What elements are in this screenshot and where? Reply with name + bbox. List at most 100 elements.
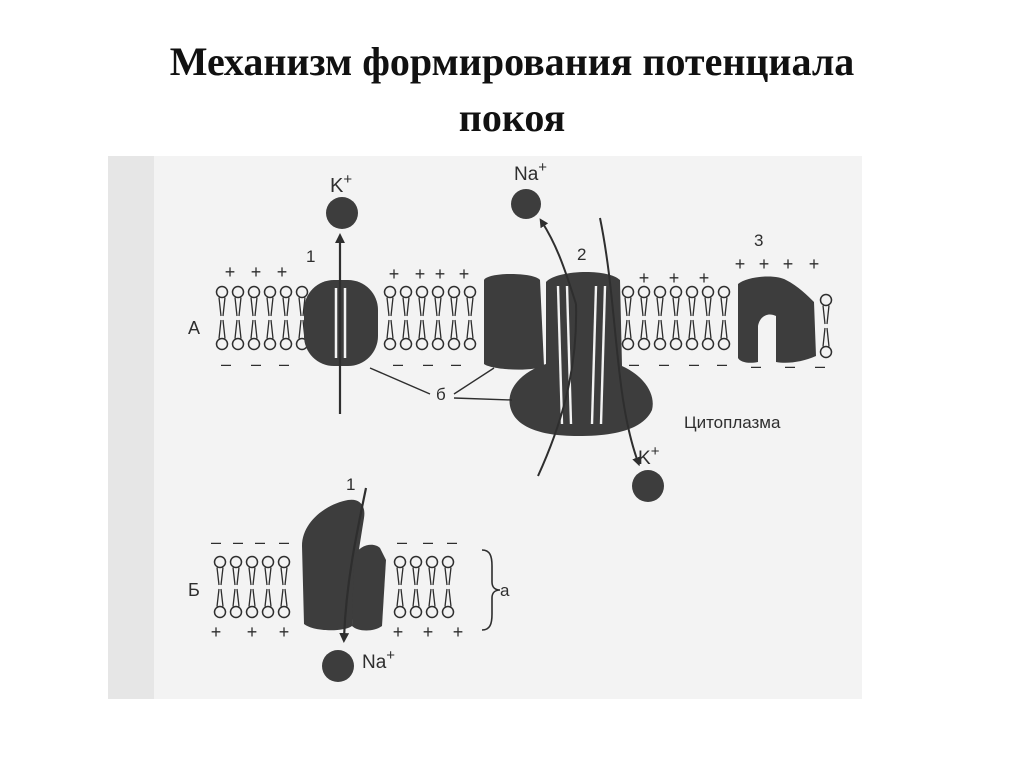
- lipid: [247, 285, 261, 351]
- page-title: Механизм формирования потенциала покоя: [0, 34, 1024, 146]
- minus-sign: –: [629, 354, 639, 374]
- sodium-potassium-pump: [484, 271, 653, 436]
- panel-b-label: Б: [188, 580, 200, 600]
- lipid: [409, 555, 423, 619]
- minus-sign: –: [689, 354, 699, 374]
- protein-pointer-1: [369, 367, 431, 395]
- lipid: [231, 285, 245, 351]
- minus-sign: –: [423, 354, 433, 374]
- plus-sign: +: [211, 622, 222, 642]
- minus-sign: –: [233, 532, 243, 552]
- plus-sign: +: [393, 622, 404, 642]
- minus-sign: –: [279, 532, 289, 552]
- protein-label-b: б: [436, 385, 446, 404]
- na-ion-top: [511, 189, 541, 219]
- na-pump-path: [537, 303, 578, 477]
- cytoplasm-label: Цитоплазма: [684, 413, 781, 432]
- lipid: [399, 285, 413, 351]
- plus-sign: +: [247, 622, 258, 642]
- lipid: [277, 555, 291, 619]
- na-ion-bottom: [322, 650, 354, 682]
- minus-sign: –: [423, 532, 433, 552]
- plus-sign: +: [639, 268, 650, 288]
- na-ion-bottom-label: Na+: [362, 647, 395, 673]
- protein-3: [738, 276, 816, 363]
- na-efflux-arrow: [539, 218, 577, 305]
- channel-3-label: 3: [754, 231, 763, 250]
- plus-sign: +: [277, 262, 288, 282]
- membrane-brace: [481, 549, 501, 631]
- minus-sign: –: [211, 532, 221, 552]
- lipid: [415, 285, 429, 351]
- minus-sign: –: [717, 354, 727, 374]
- minus-sign: –: [447, 532, 457, 552]
- lipid: [637, 285, 651, 351]
- na-influx-arrow: [339, 487, 368, 643]
- lipid: [229, 555, 243, 619]
- lipid: [447, 285, 461, 351]
- minus-sign: –: [451, 354, 461, 374]
- plus-sign: +: [783, 254, 794, 274]
- protein-pointer-2: [453, 367, 495, 395]
- plus-sign: +: [423, 622, 434, 642]
- channel-2-label: 2: [577, 245, 586, 264]
- title-line-2: покоя: [458, 95, 566, 140]
- lipid: [685, 285, 699, 351]
- lipid: [245, 555, 259, 619]
- lipid: [279, 285, 293, 351]
- plus-sign: +: [459, 264, 470, 284]
- title-line-1: Механизм формирования потенциала: [169, 39, 855, 84]
- membrane-diagram-svg: K+ 1 Na+ 2 K+ Цитоплазма 3 б А Б 1 Na+ а…: [108, 156, 862, 699]
- k-ion-top: [326, 197, 358, 229]
- plus-sign: +: [735, 254, 746, 274]
- channel-1b-label: 1: [346, 475, 355, 494]
- lipid: [441, 555, 455, 619]
- minus-sign: –: [751, 356, 761, 376]
- na-ion-top-label: Na+: [514, 159, 547, 185]
- plus-sign: +: [699, 268, 710, 288]
- charge-signs: ++++++++++++++––––––––––––––––––––++++++: [211, 254, 825, 642]
- plus-sign: +: [279, 622, 290, 642]
- lipid: [669, 285, 683, 351]
- minus-sign: –: [659, 354, 669, 374]
- plus-sign: +: [225, 262, 236, 282]
- minus-sign: –: [815, 356, 825, 376]
- lipid-bilayers: [213, 285, 833, 619]
- plus-sign: +: [453, 622, 464, 642]
- channel-1-label: 1: [306, 247, 315, 266]
- lipid: [431, 285, 445, 351]
- minus-sign: –: [221, 354, 231, 374]
- membrane-diagram: K+ 1 Na+ 2 K+ Цитоплазма 3 б А Б 1 Na+ а…: [108, 156, 862, 699]
- lipid: [261, 555, 275, 619]
- minus-sign: –: [251, 354, 261, 374]
- plus-sign: +: [809, 254, 820, 274]
- scan-left-shadow: [108, 156, 154, 699]
- plus-sign: +: [415, 264, 426, 284]
- lipid: [717, 285, 731, 351]
- panel-a-label: А: [188, 318, 200, 338]
- k-influx-arrow: [599, 217, 641, 467]
- lipid: [383, 285, 397, 351]
- plus-sign: +: [435, 264, 446, 284]
- lipid: [425, 555, 439, 619]
- k-ion-bottom: [632, 470, 664, 502]
- lipid: [621, 285, 635, 351]
- lipid: [653, 285, 667, 351]
- lipid: [819, 293, 833, 359]
- lipid: [701, 285, 715, 351]
- protein-pointer-3: [453, 397, 513, 401]
- lipid: [215, 285, 229, 351]
- lipid: [463, 285, 477, 351]
- minus-sign: –: [397, 532, 407, 552]
- minus-sign: –: [255, 532, 265, 552]
- plus-sign: +: [389, 264, 400, 284]
- na-channel-protein: [302, 499, 386, 631]
- k-ion-bottom-label: K+: [638, 443, 660, 469]
- lipid: [263, 285, 277, 351]
- k-ion-top-label: K+: [330, 171, 352, 197]
- plus-sign: +: [251, 262, 262, 282]
- minus-sign: –: [785, 356, 795, 376]
- plus-sign: +: [669, 268, 680, 288]
- minus-sign: –: [279, 354, 289, 374]
- lipid: [213, 555, 227, 619]
